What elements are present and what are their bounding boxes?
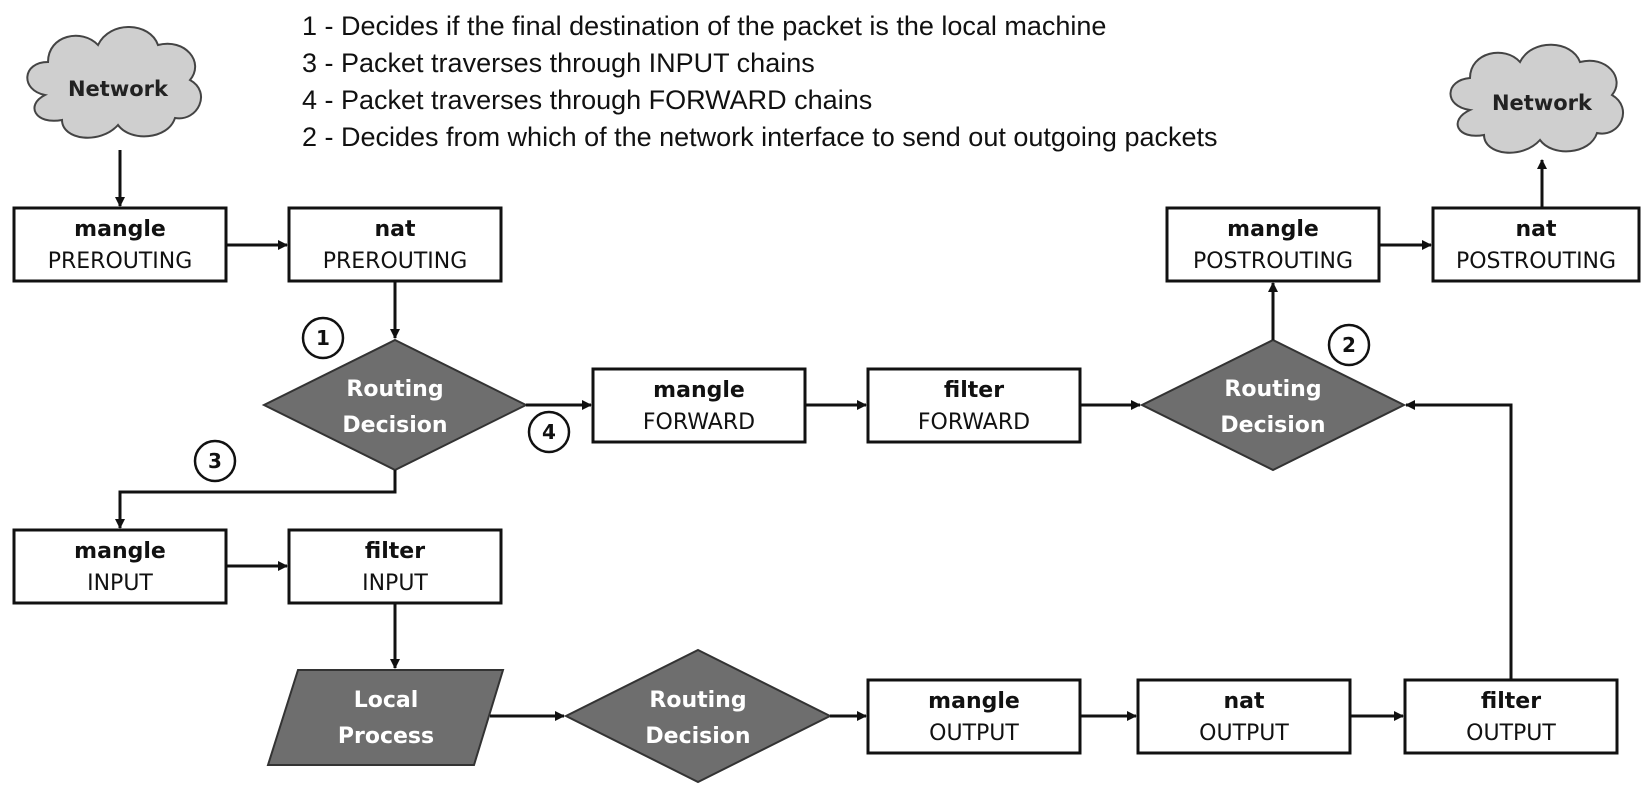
chain-name: FORWARD [918,410,1030,435]
chain-name: OUTPUT [929,721,1019,746]
network-out-cloud: Network [1449,43,1624,154]
table-name: nat [1515,217,1557,242]
chain-name: POSTROUTING [1193,249,1353,274]
decision-label-line1: Routing [346,377,443,402]
chain-name: PREROUTING [323,249,468,274]
routing-decision-3: Routing Decision [563,648,833,784]
filter-input-box: filter INPUT [287,528,503,605]
chain-name: INPUT [362,571,428,596]
legend-item-4: 4 - Packet traverses through FORWARD cha… [302,85,873,115]
legend: 1 - Decides if the final destination of … [302,8,1218,156]
mangle-forward-box: mangle FORWARD [591,367,807,444]
filter-output-box: filter OUTPUT [1403,678,1619,755]
legend-item-2: 2 - Decides from which of the network in… [302,122,1218,152]
chain-name: FORWARD [643,410,755,435]
chain-name: POSTROUTING [1456,249,1616,274]
nat-postrouting-box: nat POSTROUTING [1431,206,1641,283]
table-name: filter [1481,689,1541,714]
local-process: Local Process [266,669,505,766]
table-name: nat [374,217,416,242]
decision-label-line2: Decision [645,724,750,749]
step-marker-1: 1 [301,316,345,360]
table-name: mangle [74,539,166,564]
legend-item-1: 1 - Decides if the final destination of … [302,11,1107,41]
svg-text:1: 1 [316,326,330,350]
network-in-cloud: Network [26,26,202,139]
svg-text:4: 4 [542,420,556,444]
mangle-prerouting-box: mangle PREROUTING [12,206,228,283]
local-process-line2: Process [338,724,434,749]
network-out-label: Network [1492,91,1593,115]
table-name: mangle [928,689,1020,714]
chain-name: INPUT [87,571,153,596]
table-name: mangle [74,217,166,242]
mangle-output-box: mangle OUTPUT [866,678,1082,755]
mangle-postrouting-box: mangle POSTROUTING [1165,206,1381,283]
step-marker-2: 2 [1327,323,1371,367]
edge-routing-1-to-mangle-input [115,470,397,529]
legend-item-3: 3 - Packet traverses through INPUT chain… [302,48,815,78]
decision-label-line2: Decision [1220,413,1325,438]
table-name: filter [365,539,425,564]
table-name: mangle [1227,217,1319,242]
chain-name: OUTPUT [1199,721,1289,746]
step-marker-4: 4 [527,410,571,454]
chain-name: PREROUTING [48,249,193,274]
decision-label-line1: Routing [649,688,746,713]
decision-label-line2: Decision [342,413,447,438]
routing-decision-1: Routing Decision [261,338,529,472]
nat-prerouting-box: nat PREROUTING [287,206,503,283]
svg-text:3: 3 [208,449,222,473]
chain-name: OUTPUT [1466,721,1556,746]
routing-decision-2: Routing Decision [1139,338,1407,472]
network-in-label: Network [68,77,169,101]
local-process-line1: Local [354,688,419,713]
edge-filter-output-to-routing-2 [1405,400,1513,680]
filter-forward-box: filter FORWARD [866,367,1082,444]
svg-text:2: 2 [1342,333,1356,357]
decision-label-line1: Routing [1224,377,1321,402]
mangle-input-box: mangle INPUT [12,528,228,605]
step-marker-3: 3 [193,439,237,483]
nat-output-box: nat OUTPUT [1136,678,1352,755]
table-name: filter [944,378,1004,403]
table-name: nat [1223,689,1265,714]
table-name: mangle [653,378,745,403]
